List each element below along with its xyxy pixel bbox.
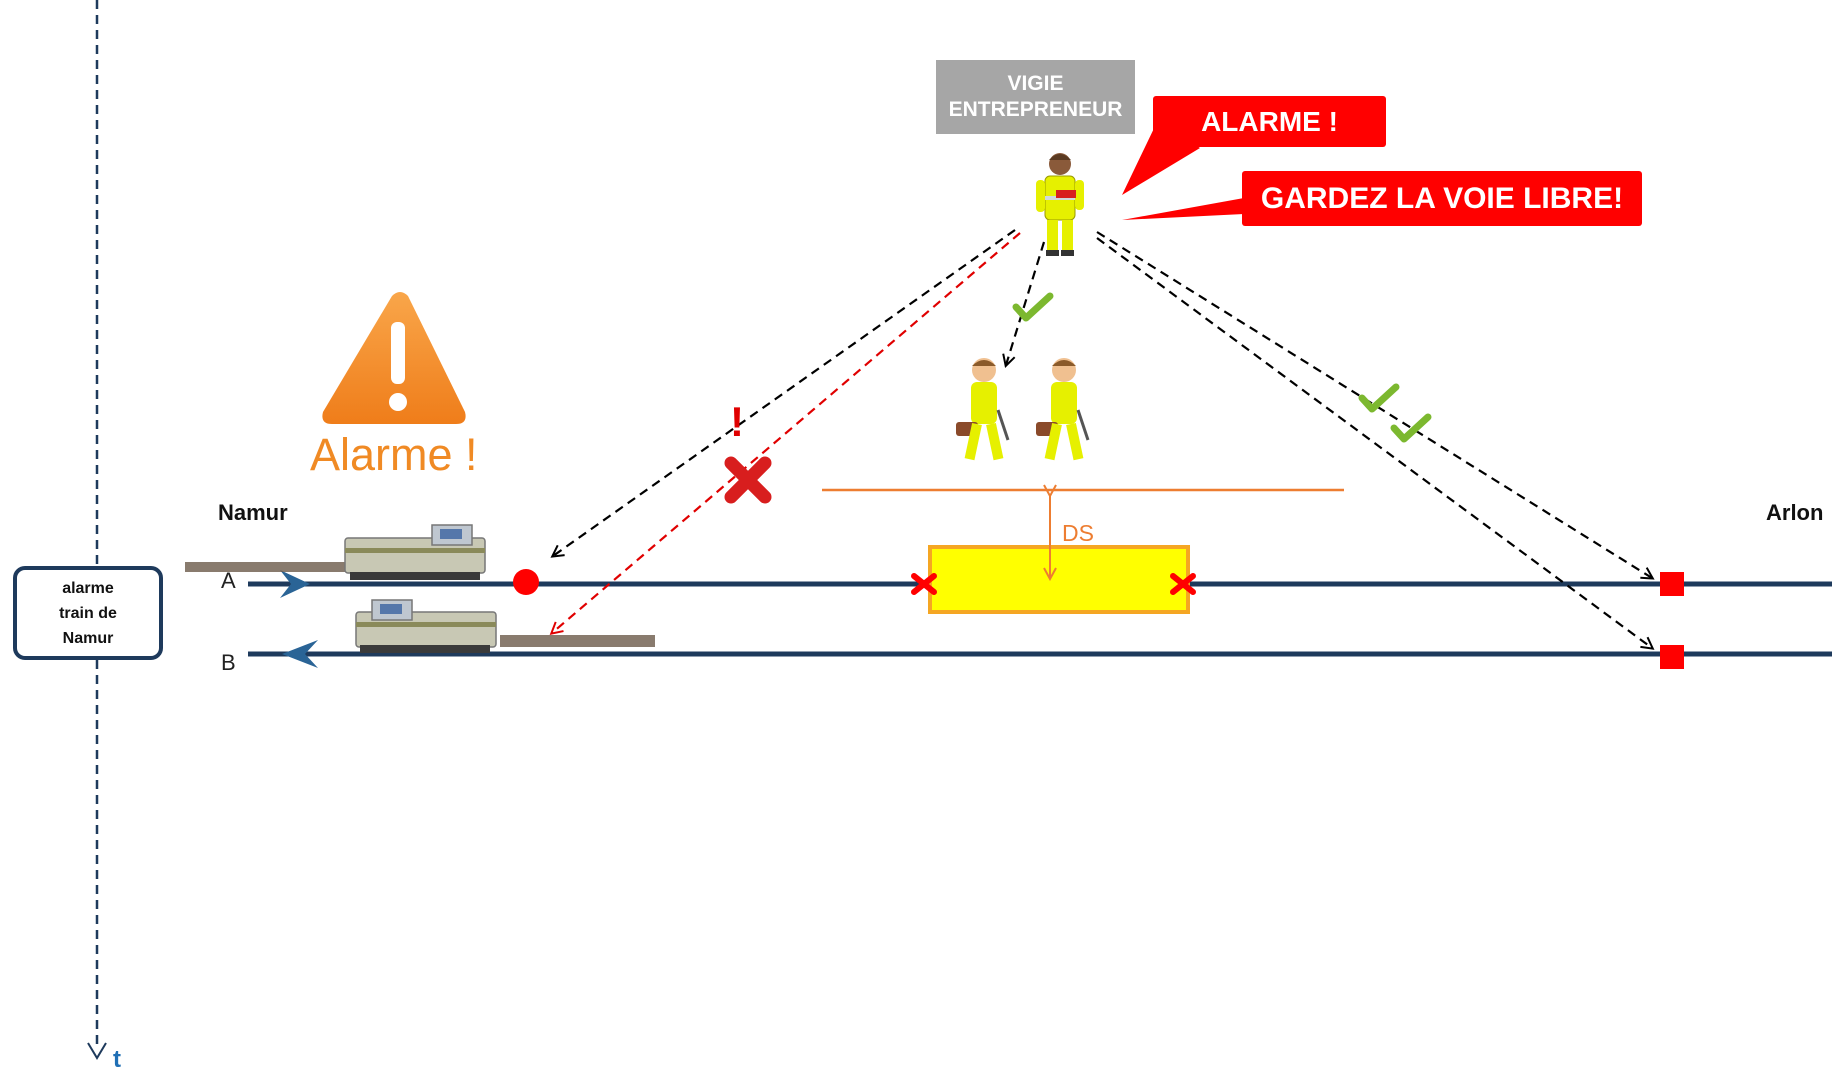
- track-b-label: B: [221, 650, 236, 675]
- check-icon: [1012, 292, 1054, 322]
- alarme-bubble: ALARME !: [1153, 96, 1386, 147]
- vigie-label: VIGIE ENTREPRENEUR: [936, 60, 1135, 134]
- gardez-voie-libre-bubble: GARDEZ LA VOIE LIBRE!: [1242, 171, 1642, 226]
- cross-icon: [1170, 573, 1196, 595]
- track-b-direction-icon: [282, 640, 318, 668]
- cross-icon: [724, 456, 772, 504]
- bubble-tail-gardez: [1122, 198, 1244, 220]
- time-axis-arrow-icon: [87, 1042, 107, 1060]
- safety-distance-label: DS: [1062, 520, 1094, 546]
- alarm-signal-dot: [513, 569, 539, 595]
- warning-triangle-icon: [322, 292, 466, 424]
- track-a-direction-icon: [280, 570, 310, 598]
- station-arlon: Arlon: [1766, 500, 1824, 525]
- time-axis-label: t: [113, 1046, 121, 1073]
- alarm-line-signal-b: [1096, 237, 1652, 648]
- cross-icon: [911, 573, 937, 595]
- work-zone: [928, 545, 1190, 614]
- station-namur: Namur: [218, 500, 288, 525]
- worker-icon: [1036, 358, 1090, 461]
- lookout-icon: [1036, 153, 1084, 256]
- train-icon: [185, 524, 486, 580]
- alarm-line-workers: [1006, 241, 1046, 365]
- timeline-event-text: alarme train de Namur: [59, 579, 117, 647]
- timeline-event-box: alarme train de Namur: [13, 566, 163, 660]
- signal-square-b: [1660, 645, 1684, 669]
- signal-square-a: [1660, 572, 1684, 596]
- worker-icon: [956, 358, 1010, 461]
- check-icon: [1390, 413, 1432, 443]
- check-icon: [1358, 383, 1400, 413]
- alarm-line-track-a: [553, 229, 1016, 556]
- alarm-line-track-b-failed: [552, 232, 1021, 633]
- train-icon: [355, 599, 655, 653]
- alarm-text: Alarme !: [310, 429, 478, 480]
- warning-mark: !: [730, 398, 744, 445]
- alarm-line-signal-a: [1096, 231, 1652, 578]
- track-a-label: A: [221, 568, 236, 593]
